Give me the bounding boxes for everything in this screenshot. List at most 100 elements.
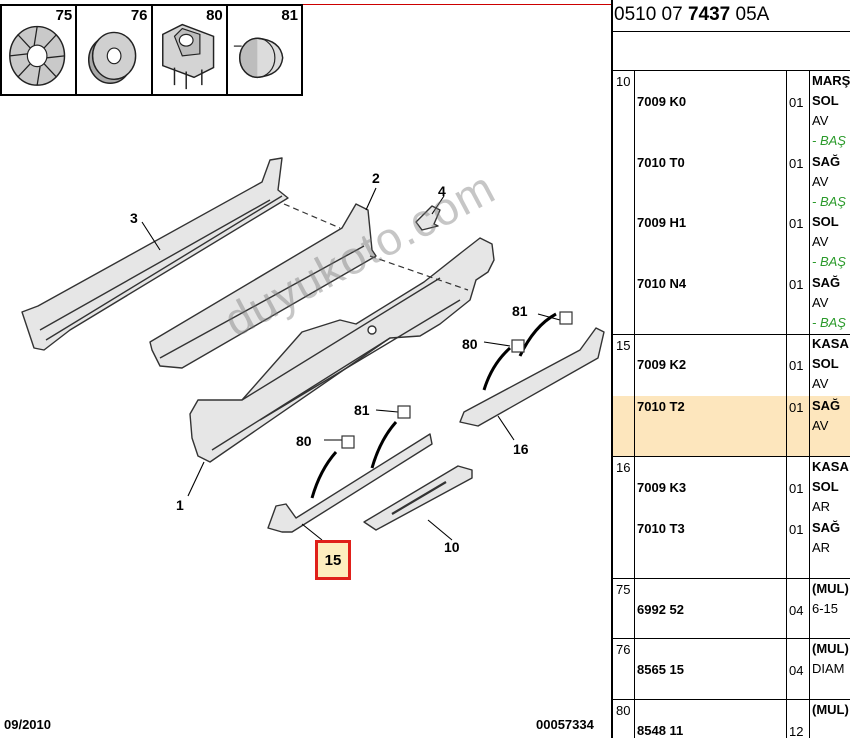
callout-80-left[interactable]: 80 [296,433,312,449]
part-qty: 01 [789,95,804,110]
callout-15-label: 15 [324,552,342,569]
table-rule [613,334,850,335]
cap-plug-icon [233,37,284,79]
part-desc: AV [812,295,829,310]
part-desc: AV [812,174,829,189]
part-code[interactable]: 8548 11 [637,723,684,738]
part-desc: KASA [812,336,849,351]
footer-date: 09/2010 [4,717,51,732]
part-desc: SOL [812,479,839,494]
part-code[interactable]: 7010 T3 [637,521,685,536]
footer-code: 00057334 [536,717,594,732]
part-desc: 6-15 [812,601,839,616]
part-code[interactable]: 7009 K2 [637,357,687,372]
part-code[interactable]: 7010 N4 [637,276,687,291]
part-desc: AR [812,540,831,555]
part-desc: AV [812,418,829,433]
part-desc: SAĞ [812,275,841,290]
part-desc: SOL [812,356,839,371]
selected-row-highlight [613,396,850,456]
thumbnail-76[interactable]: 76 [77,6,153,94]
part-desc: AV [812,113,829,128]
thumbnail-75[interactable]: 75 [2,6,78,94]
callout-15-selected[interactable]: 15 [315,540,351,580]
table-rule [613,699,850,700]
section-number: 16 [616,460,631,475]
part-qty: 01 [789,216,804,231]
section-number: 76 [616,642,631,657]
part-qty: 01 [789,156,804,171]
part-desc: SAĞ [812,520,841,535]
table-rule [613,578,850,579]
part-qty: 01 [789,400,804,415]
reference-number: 0510 07 7437 05A [614,4,769,26]
thumbnail-80[interactable]: 80 [153,6,228,94]
part-qty: 01 [789,358,804,373]
callout-16[interactable]: 16 [513,441,529,457]
fastener-thumbnails: 75 76 80 81 [0,4,303,96]
part-desc: SAĞ [812,398,841,413]
section-number: 80 [616,703,631,718]
callout-80-right[interactable]: 80 [462,336,478,352]
part-code[interactable]: 6992 52 [637,602,684,617]
part-code[interactable]: 7010 T0 [637,155,685,170]
part-code[interactable]: 7009 K3 [637,480,687,495]
thumbnail-number: 81 [281,7,298,24]
part-qty: 01 [789,481,804,496]
thumbnail-81[interactable]: 81 [228,6,301,94]
top-divider [303,4,612,5]
section-number: 10 [616,74,631,89]
part-desc: (MUL) [812,641,849,656]
part-desc: (MUL) [812,702,849,717]
callout-2[interactable]: 2 [372,170,380,186]
section-number: 75 [616,582,631,597]
part-desc: SOL [812,93,839,108]
part-code[interactable]: 8565 15 [637,662,684,677]
part-note: - BAŞ [812,254,846,269]
table-rule [613,70,850,71]
ref-prefix: 0510 07 [614,4,683,25]
callout-81-left[interactable]: 81 [354,402,370,418]
thumbnail-number: 80 [206,7,223,24]
section-number: 15 [616,338,631,353]
part-desc: DIAM [812,661,845,676]
part-desc: SAĞ [812,154,841,169]
clip-nut-icon [9,25,66,86]
ref-main: 7437 [687,4,731,25]
parts-diagram: 75 76 80 81 [0,4,612,732]
part-desc: AV [812,376,829,391]
table-rule [613,31,850,32]
part-code[interactable]: 7009 H1 [637,215,687,230]
part-qty: 01 [789,522,804,537]
parts-table [611,0,850,738]
callout-1[interactable]: 1 [176,497,184,513]
part-note: - BAŞ [812,194,846,209]
part-desc: SOL [812,214,839,229]
part-qty: 04 [789,603,804,618]
part-qty: 01 [789,277,804,292]
thumbnail-number: 76 [130,7,148,24]
washer-icon [88,31,137,84]
bracket-clip-icon [161,23,214,90]
part-desc: KASA [812,459,849,474]
callout-81-right[interactable]: 81 [512,303,528,319]
part-desc: AV [812,234,829,249]
callout-4[interactable]: 4 [438,183,446,199]
column-rule [634,70,635,738]
part-desc: MARŞ [812,73,850,88]
sill-assembly-drawing [21,157,605,541]
thumbnail-number: 75 [55,7,73,24]
ref-suffix: 05A [735,4,770,25]
part-note: - BAŞ [812,133,846,148]
callout-3[interactable]: 3 [130,210,138,226]
column-rule [786,70,787,738]
part-code[interactable]: 7009 K0 [637,94,687,109]
table-rule [613,456,850,457]
table-rule [613,638,850,639]
part-code-selected[interactable]: 7010 T2 [637,399,685,414]
column-rule [809,70,810,738]
part-qty: 12 [789,724,804,739]
part-qty: 04 [789,663,804,678]
part-desc: (MUL) [812,581,849,596]
callout-10[interactable]: 10 [444,539,460,555]
